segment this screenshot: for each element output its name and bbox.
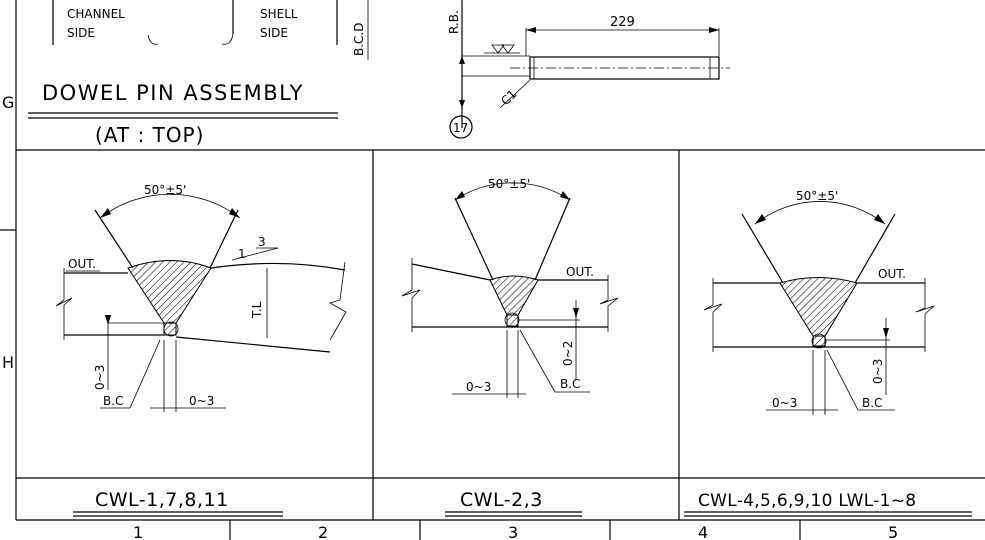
balloon-number: 17 [453,121,468,135]
backing-label: B.C [862,396,882,410]
detail-label-2: CWL-2,3 [460,489,543,511]
rb-label: R.B. [447,10,461,34]
root-gap-dim: 0~3 [466,380,491,394]
bcd-label: B.C.D [352,23,366,56]
bevel-angle: 50°±5' [144,183,186,197]
column-number: 3 [508,523,518,540]
root-gap-dim: 0~3 [189,394,214,408]
thickness-label: T.L [250,301,264,319]
column-number: 2 [318,523,328,540]
weld-detail-2: 50°±5' OUT. 0~2 0~3 B.C [401,177,619,398]
pin-length: 229 [610,15,635,30]
assembly-subtitle: (AT : TOP) [95,123,204,147]
column-number: 4 [698,523,708,540]
weld-detail-3: 50°±5' OUT. 0~3 0~3 B.C [703,189,935,415]
root-face-dim: 0~3 [871,359,885,384]
detail-labels: CWL-1,7,8,11 CWL-2,3 CWL-4,5,6,9,10 LWL-… [73,489,972,517]
column-number: 5 [888,523,898,540]
zone-label-g: G [2,93,14,112]
channel-side-line2: SIDE [67,26,95,40]
backing-label: B.C [103,394,123,408]
slope-denominator: 3 [258,235,266,249]
item-balloon [449,115,473,139]
root-gap-dim: 0~3 [772,396,797,410]
dowel-pin-detail: R.B. 229 C1 17 [447,0,730,139]
channel-side-line1: CHANNEL [67,7,125,21]
root-face-dim: 0~3 [93,365,107,390]
weld-detail-1: 50°±5' OUT. 1 3 T.L 0~3 0~3 [55,183,347,412]
root-face-dim: 0~2 [561,341,575,366]
outside-label: OUT. [566,265,594,279]
chamfer-label: C1 [498,87,519,108]
outside-label: OUT. [68,257,96,271]
bevel-angle: 50°±5' [796,189,838,203]
assembly-title: DOWEL PIN ASSEMBLY [42,81,304,105]
slope-numerator: 1 [238,247,246,261]
column-number: 1 [133,523,143,540]
column-index: 1 2 3 4 5 [133,523,898,540]
detail-label-1: CWL-1,7,8,11 [95,489,229,511]
backing-label: B.C [560,377,580,391]
outside-label: OUT. [878,267,906,281]
detail-label-3: CWL-4,5,6,9,10 LWL-1~8 [698,491,916,511]
shell-side-line2: SIDE [260,26,288,40]
bevel-angle: 50°±5' [488,177,530,191]
dowel-pin-assembly: CHANNEL SIDE SHELL SIDE B.C.D DOWEL PIN … [28,0,369,147]
shell-side-line1: SHELL [260,7,298,21]
zone-label-h: H [2,353,14,372]
